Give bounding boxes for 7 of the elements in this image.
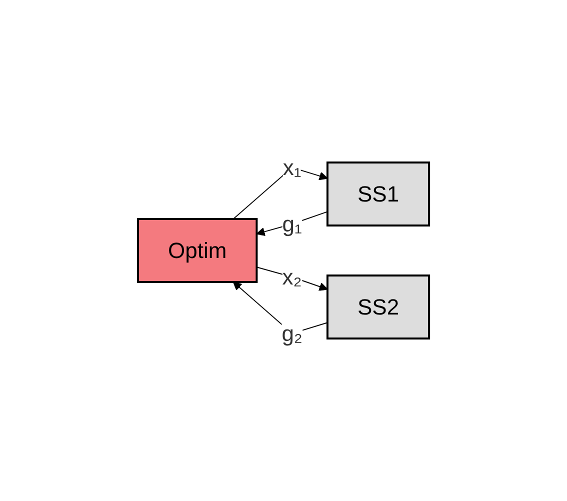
edge-label: x₁ [282,155,302,180]
edge-label: g₂ [282,321,302,346]
edge-label: g₁ [282,212,302,236]
node-box: Optim [136,218,258,283]
node-box: SS1 [326,162,430,226]
edge-label: x₂ [282,264,302,290]
node-box: SS2 [326,274,430,340]
